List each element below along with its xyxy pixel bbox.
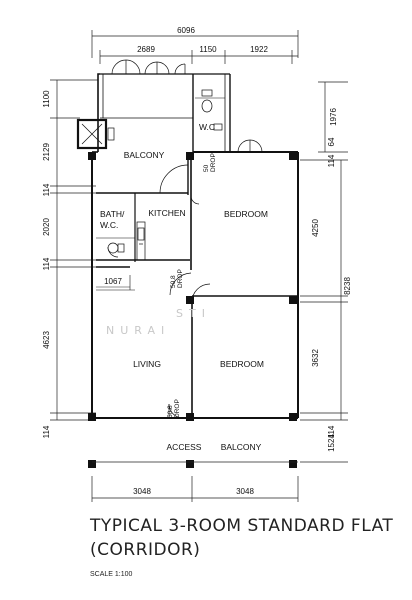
top-dimension-lines <box>91 30 299 64</box>
dim-right-1: 1976 <box>329 108 338 126</box>
room-bedroom-1: BEDROOM <box>224 209 268 219</box>
drop-3-value: 50.8 <box>167 405 174 418</box>
plan-title: TYPICAL 3-ROOM STANDARD FLAT (CORRIDOR) <box>90 514 410 562</box>
dim-overall-width: 6096 <box>177 26 195 35</box>
room-access-balcony: BALCONY <box>221 442 262 452</box>
dim-left-5: 114 <box>42 257 51 270</box>
dim-bottom-2: 3048 <box>236 487 254 496</box>
dim-right-4: 4250 <box>311 219 320 237</box>
dim-left-7: 114 <box>42 425 51 438</box>
dim-left-3: 114 <box>42 183 51 196</box>
walls <box>91 73 299 419</box>
plan-title-line1: TYPICAL 3-ROOM STANDARD FLAT <box>90 516 394 536</box>
room-bedroom-2: BEDROOM <box>220 359 264 369</box>
dim-right-2: 114 <box>327 154 336 167</box>
room-wc-top: W.C <box>199 122 215 132</box>
refuse-chute <box>76 118 115 150</box>
left-dimension-lines <box>50 79 98 421</box>
drop-3-label: DROP <box>174 399 181 418</box>
dim-left-2: 2129 <box>42 143 51 161</box>
watermark-line1: STI <box>176 307 211 320</box>
drop-1-value: 50 <box>203 164 210 172</box>
room-balcony: BALCONY <box>124 150 165 160</box>
room-kitchen: KITCHEN <box>148 208 185 218</box>
dim-right-3: 64 <box>327 137 336 146</box>
dim-right-6: 3632 <box>311 349 320 367</box>
dim-top-segment-3: 1922 <box>250 45 268 54</box>
fixtures <box>107 89 223 261</box>
dim-left-4: 2020 <box>42 218 51 236</box>
dim-bath-width: 1067 <box>104 277 122 286</box>
plan-title-line2: (CORRIDOR) <box>90 540 201 560</box>
room-living: LIVING <box>133 359 161 369</box>
dim-left-1: 1100 <box>42 90 51 108</box>
dim-left-6: 4623 <box>42 331 51 349</box>
drop-2-label: DROP <box>177 269 184 288</box>
drop-2-value: 50.8 <box>170 275 177 288</box>
drop-1-label: DROP <box>210 153 217 172</box>
right-dimension-lines <box>300 81 348 463</box>
dim-right-5: 8238 <box>343 277 352 295</box>
room-access: ACCESS <box>167 442 202 452</box>
room-bath-line2: W.C. <box>100 220 118 230</box>
columns <box>88 152 297 468</box>
dim-bottom-1: 3048 <box>133 487 151 496</box>
room-bath-line1: BATH/ <box>100 209 125 219</box>
scale-label: SCALE 1:100 <box>90 571 133 578</box>
watermark-line2: NURAI <box>106 324 170 337</box>
dim-top-segment-2: 1150 <box>199 45 217 54</box>
dim-right-7: 114 <box>327 425 336 438</box>
dim-right-8: 1524 <box>327 434 336 452</box>
dim-top-segment-1: 2689 <box>137 45 155 54</box>
bottom-dimension-lines <box>91 461 299 502</box>
